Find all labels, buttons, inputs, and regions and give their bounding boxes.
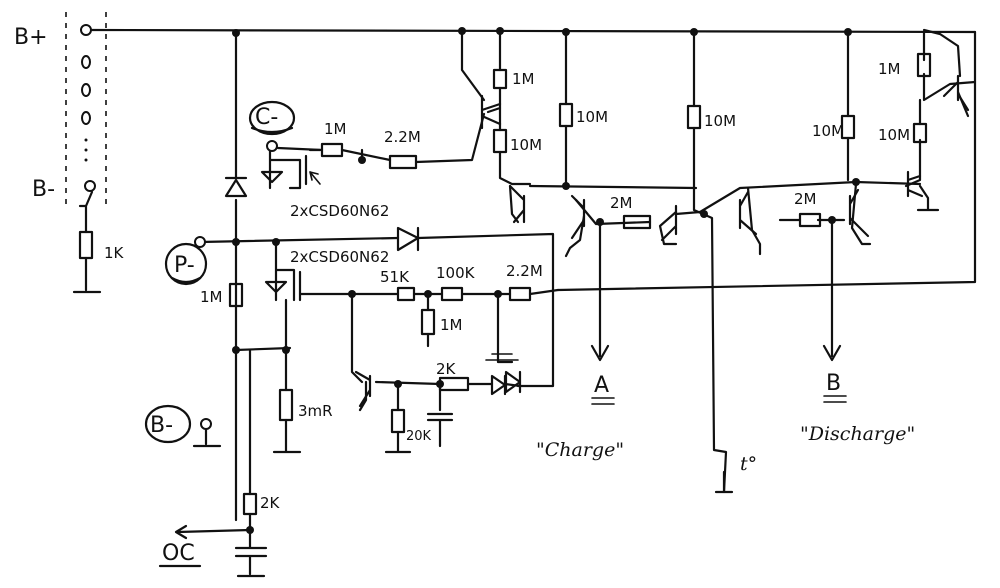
wiring — [90, 28, 977, 578]
resistor-1m-cgate — [320, 142, 344, 158]
battery-stack — [65, 12, 107, 294]
diode-bottom-b — [504, 370, 522, 394]
terminal-b-minus — [144, 404, 222, 448]
resistor-1m-right — [916, 52, 932, 78]
r-10m-mid-label: 10M — [704, 112, 736, 130]
transistors — [354, 74, 970, 408]
r-100k-label: 100K — [436, 264, 476, 282]
r-51k-label: 51K — [380, 268, 410, 286]
resistor-2k-oc — [242, 492, 258, 516]
resistor-2m-charge — [622, 214, 652, 230]
resistor-100k — [440, 286, 464, 302]
r-1k-batt-label: 1K — [104, 244, 125, 262]
resistor-1m-mid — [420, 308, 436, 336]
b-minus-left-label: B- — [32, 177, 55, 202]
diode-left — [224, 176, 248, 198]
battery-bottom-terminal — [84, 180, 96, 192]
terminal-c-minus — [248, 100, 296, 152]
resistor-10m-q2 — [558, 102, 574, 128]
r-10m-q1-label: 10M — [510, 136, 542, 154]
r-10m-right2-label: 10M — [878, 126, 910, 144]
r-1m-right-top-label: 1M — [878, 60, 901, 78]
b-minus-circle-label: B- — [150, 413, 173, 438]
r-10m-q2-label: 10M — [576, 108, 608, 126]
r-2k-mid-label: 2K — [436, 360, 457, 378]
r-shunt-label: 3mR — [298, 402, 333, 420]
resistor-shunt — [278, 388, 294, 422]
r-10m-right-label: 10M — [812, 122, 844, 140]
resistors — [228, 52, 932, 516]
r-1m-cgate-label: 1M — [324, 120, 347, 138]
resistor-1m-q1 — [492, 68, 508, 90]
mosfet-p-pair — [264, 240, 302, 302]
r-1m-mid-label: 1M — [440, 316, 463, 334]
r-20k-label: 20K — [406, 429, 432, 444]
output-a-underline — [591, 397, 615, 405]
resistor-10m-right — [840, 114, 856, 140]
r-1m-q1-top-label: 1M — [512, 70, 535, 88]
terminal-p-minus — [164, 236, 208, 286]
b-plus-label: B+ — [14, 25, 48, 50]
r-2-2m-mid-label: 2.2M — [506, 262, 543, 280]
resistor-2m-discharge — [798, 212, 822, 228]
output-a-label: A — [594, 373, 609, 398]
mosfet-c-pair — [260, 146, 322, 190]
resistor-2-2m-mid — [508, 286, 532, 302]
resistor-20k — [390, 408, 406, 434]
battery-top-terminal — [80, 24, 92, 36]
resistor-2-2m-cgate — [388, 154, 418, 170]
capacitor-small — [485, 353, 519, 361]
p-minus-label: P- — [174, 253, 195, 278]
resistor-10m-right2 — [912, 122, 928, 144]
r-2-2m-cgate-label: 2.2M — [384, 128, 421, 146]
r-1m-left-label: 1M — [200, 288, 223, 306]
r-2k-oc-label: 2K — [260, 494, 281, 512]
resistor-51k — [396, 286, 416, 302]
mosfet-p-label: 2xCSD60N62 — [290, 248, 389, 266]
output-b-caption: "Discharge" — [800, 423, 915, 445]
thermistor-label: t° — [740, 453, 757, 475]
diodes — [224, 176, 522, 396]
resistor-1m-left — [228, 282, 244, 308]
resistor-10m-q1 — [492, 128, 508, 154]
thermistor-symbol — [714, 470, 734, 494]
mosfet-c-label: 2xCSD60N62 — [290, 202, 389, 220]
resistor-2k-mid — [438, 376, 470, 392]
output-b-underline — [823, 395, 847, 403]
oc-label: OC — [162, 541, 195, 566]
output-b-label: B — [826, 371, 841, 396]
resistor-10m-mid — [686, 104, 702, 130]
junctions — [232, 27, 860, 534]
diode-bottom-a — [490, 374, 507, 396]
r-2m-charge-label: 2M — [610, 194, 633, 212]
diode-p-row — [396, 226, 420, 252]
r-2m-discharge-label: 2M — [794, 190, 817, 208]
output-a-caption: "Charge" — [536, 439, 624, 461]
c-minus-label: C- — [255, 105, 278, 130]
